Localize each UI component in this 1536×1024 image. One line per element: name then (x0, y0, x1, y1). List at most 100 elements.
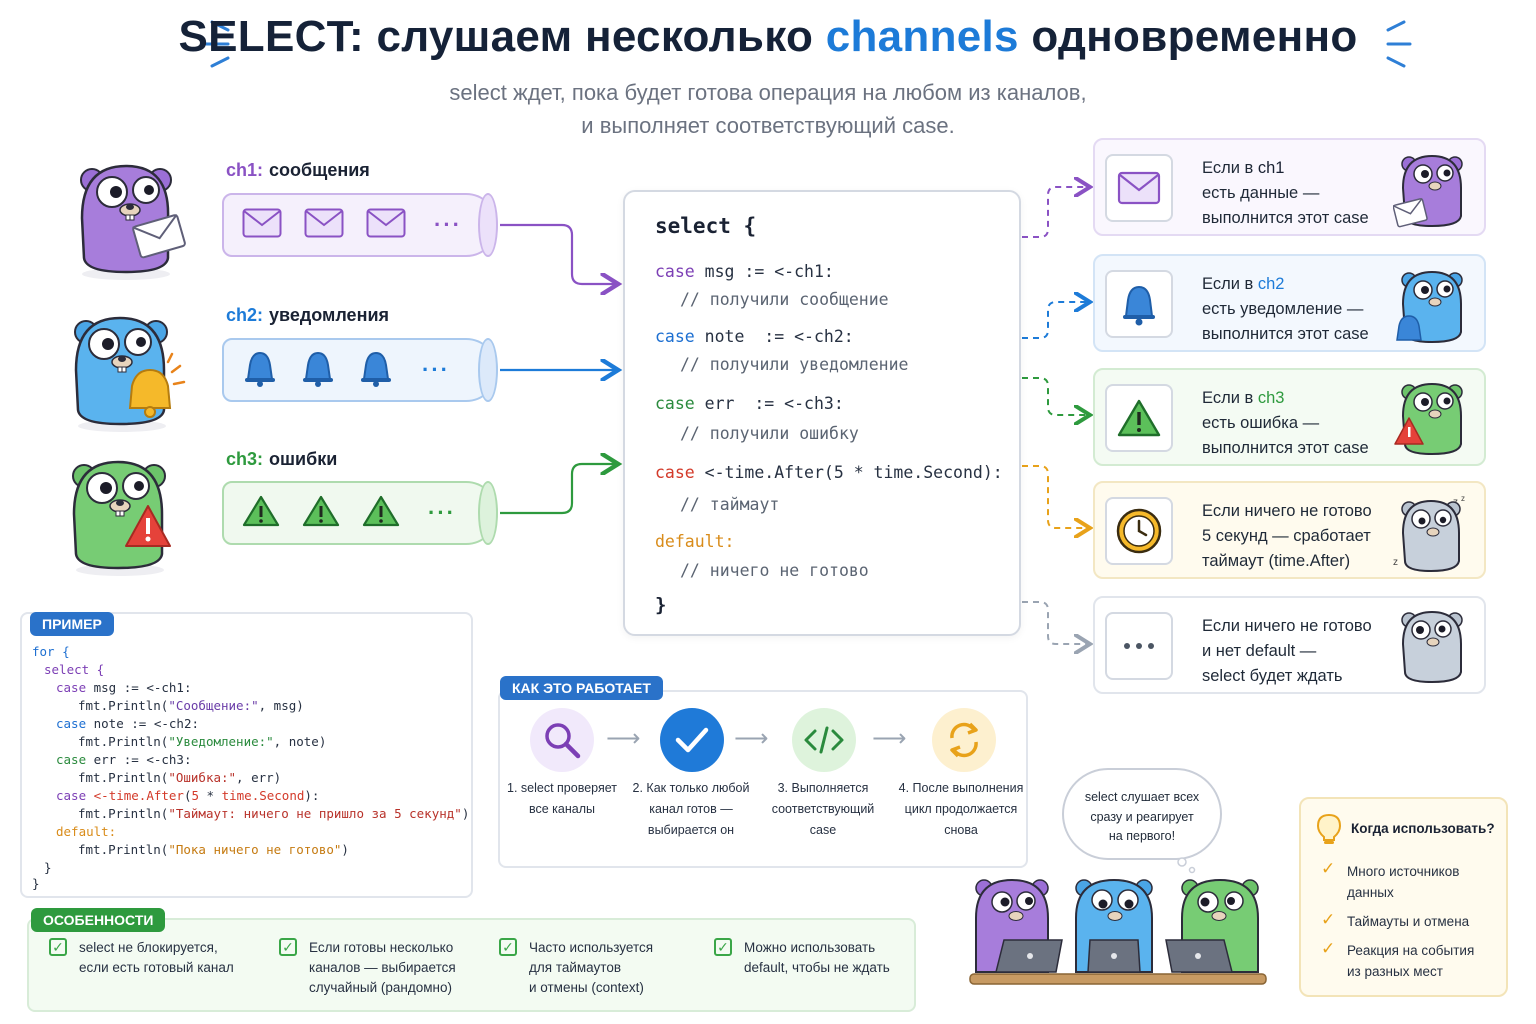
outcome-line1: Если в (1202, 159, 1258, 177)
ch1-tube: ··· (222, 193, 498, 257)
code-text: ( (183, 788, 192, 803)
code-keyword: case (56, 680, 87, 695)
title-accent: channels (825, 12, 1019, 61)
envelope-icon (366, 208, 406, 243)
case4-expr: <-time.After(5 * time.Second): (694, 463, 1003, 482)
when-text: Таймауты и отмена (1347, 914, 1470, 929)
ch1-key: ch1: (226, 160, 264, 180)
ch3-name: ошибки (269, 449, 338, 469)
example-line: } (44, 860, 52, 875)
default-comment: // ничего не готово (680, 561, 869, 580)
code-icon (792, 708, 856, 772)
outcome-line2: и нет default — (1202, 642, 1317, 660)
features-panel: ОСОБЕННОСТИ ✓select не блокируется,если … (27, 908, 916, 1012)
feature-text: Можно использовать (744, 940, 876, 955)
case2-comment: // получили уведомление (680, 355, 909, 374)
checkmark-icon (660, 708, 724, 772)
feature-item: ✓select не блокируется,если есть готовый… (49, 938, 234, 978)
step-line: 1. select проверяет (507, 781, 617, 795)
outcome-line3: таймаут (time.After) (1202, 552, 1351, 570)
code-text: <- (86, 788, 109, 803)
code-text: ): (304, 788, 320, 803)
code-keyword: case (56, 752, 87, 767)
step-2-text: 2. Как только любой канал готов — выбирает… (626, 778, 756, 841)
case4-keyword: case (655, 463, 695, 482)
bell-icon (300, 349, 336, 392)
gopher-purple-laptop (975, 878, 1063, 973)
code-text: , msg) (258, 698, 304, 713)
step-line: соответствующий (771, 802, 875, 816)
warning-icon (242, 494, 280, 533)
page-subtitle: select ждет, пока будет готова операция … (0, 76, 1536, 142)
outcome-text-wait: Если ничего не готово и нет default — se… (1202, 614, 1372, 689)
code-text: , err) (236, 770, 282, 785)
ch3-more: ··· (428, 500, 456, 525)
code-text: fmt.Println( (78, 770, 169, 785)
step-line: снова (944, 823, 978, 837)
outcome-line3: выполнится этот case (1202, 439, 1369, 457)
ch2-label: ch2:уведомления (226, 305, 389, 326)
case4-comment: // таймаут (680, 495, 780, 514)
code-text: fmt.Println( (78, 734, 169, 749)
step-line: 2. Как только любой (632, 781, 750, 795)
example-line: fmt.Println("Ошибка:", err) (78, 770, 281, 785)
code-text: fmt.Println( (78, 806, 169, 821)
case2-connector (1022, 302, 1088, 339)
outcome-line3: выполнится этот case (1202, 209, 1369, 227)
when-text: данных (1347, 885, 1394, 900)
ch2-tube: ··· (222, 338, 498, 402)
clock-icon (1105, 497, 1173, 565)
bell-icon (1105, 270, 1173, 338)
gopher-team-illustration (969, 878, 1267, 985)
code-string: "Уведомление:" (168, 734, 274, 749)
warning-icon (362, 494, 400, 533)
example-line: case err := <-ch3: (56, 752, 191, 767)
case2-keyword: case (655, 327, 695, 346)
outcome-line1: Если в (1202, 275, 1258, 293)
code-text: note := <-ch2: (86, 716, 199, 731)
outcome-channel: ch2 (1257, 275, 1285, 293)
feature-text: для таймаутов (529, 960, 621, 975)
check-icon: ✓ (1321, 939, 1336, 958)
outcome-text-ch1: Если в ch1 есть данные — выполнится этот… (1202, 156, 1369, 231)
outcome-line1: Если ничего не готово (1202, 502, 1372, 520)
when-text: из разных мест (1347, 964, 1443, 979)
gopher-green-mascot (72, 460, 171, 576)
ch3-tube: ··· (222, 481, 498, 545)
code-text: fmt.Println( (78, 842, 169, 857)
outcome-line2: есть уведомление — (1202, 300, 1364, 318)
outcome-channel: ch3 (1257, 389, 1285, 407)
gopher-grey-mini (1401, 610, 1463, 684)
code-func: time.Second (221, 788, 305, 803)
bubble-line: на первого! (1108, 829, 1176, 843)
when-text: Реакция на события (1347, 943, 1475, 958)
gopher-sleeping-mini: zzz (1393, 494, 1465, 573)
search-icon (530, 708, 594, 772)
select-close: } (655, 594, 667, 616)
example-line: case msg := <-ch1: (56, 680, 191, 695)
code-text: * (199, 788, 222, 803)
example-line: default: (56, 824, 117, 839)
example-line: fmt.Println("Пока ничего не готово") (78, 842, 349, 857)
when-item: Реакция на события из разных мест (1347, 940, 1474, 982)
feature-text: select не блокируется, (79, 940, 218, 955)
how-it-works-panel: КАК ЭТО РАБОТАЕТ ⟶ ⟶ ⟶ 1. select проверя… (497, 676, 1028, 868)
outcome-card-ch3: Если в ch3 есть ошибка — выполнится этот… (1093, 368, 1486, 466)
speech-bubble: select слушает всех сразу и реагирует на… (1062, 768, 1222, 860)
ch3-tube-cap (478, 481, 498, 545)
ch1-name: сообщения (269, 160, 370, 180)
example-line: for { (32, 644, 70, 659)
ch1-tube-cap (478, 193, 498, 257)
code-text: msg := <-ch1: (86, 680, 192, 695)
bubble-line: select слушает всех (1084, 790, 1200, 804)
page-title: SELECT: слушаем несколько channels однов… (0, 12, 1536, 62)
ch2-key: ch2: (226, 305, 264, 325)
step-line: выбирается он (647, 823, 735, 837)
step-line: канал готов — (649, 802, 733, 816)
